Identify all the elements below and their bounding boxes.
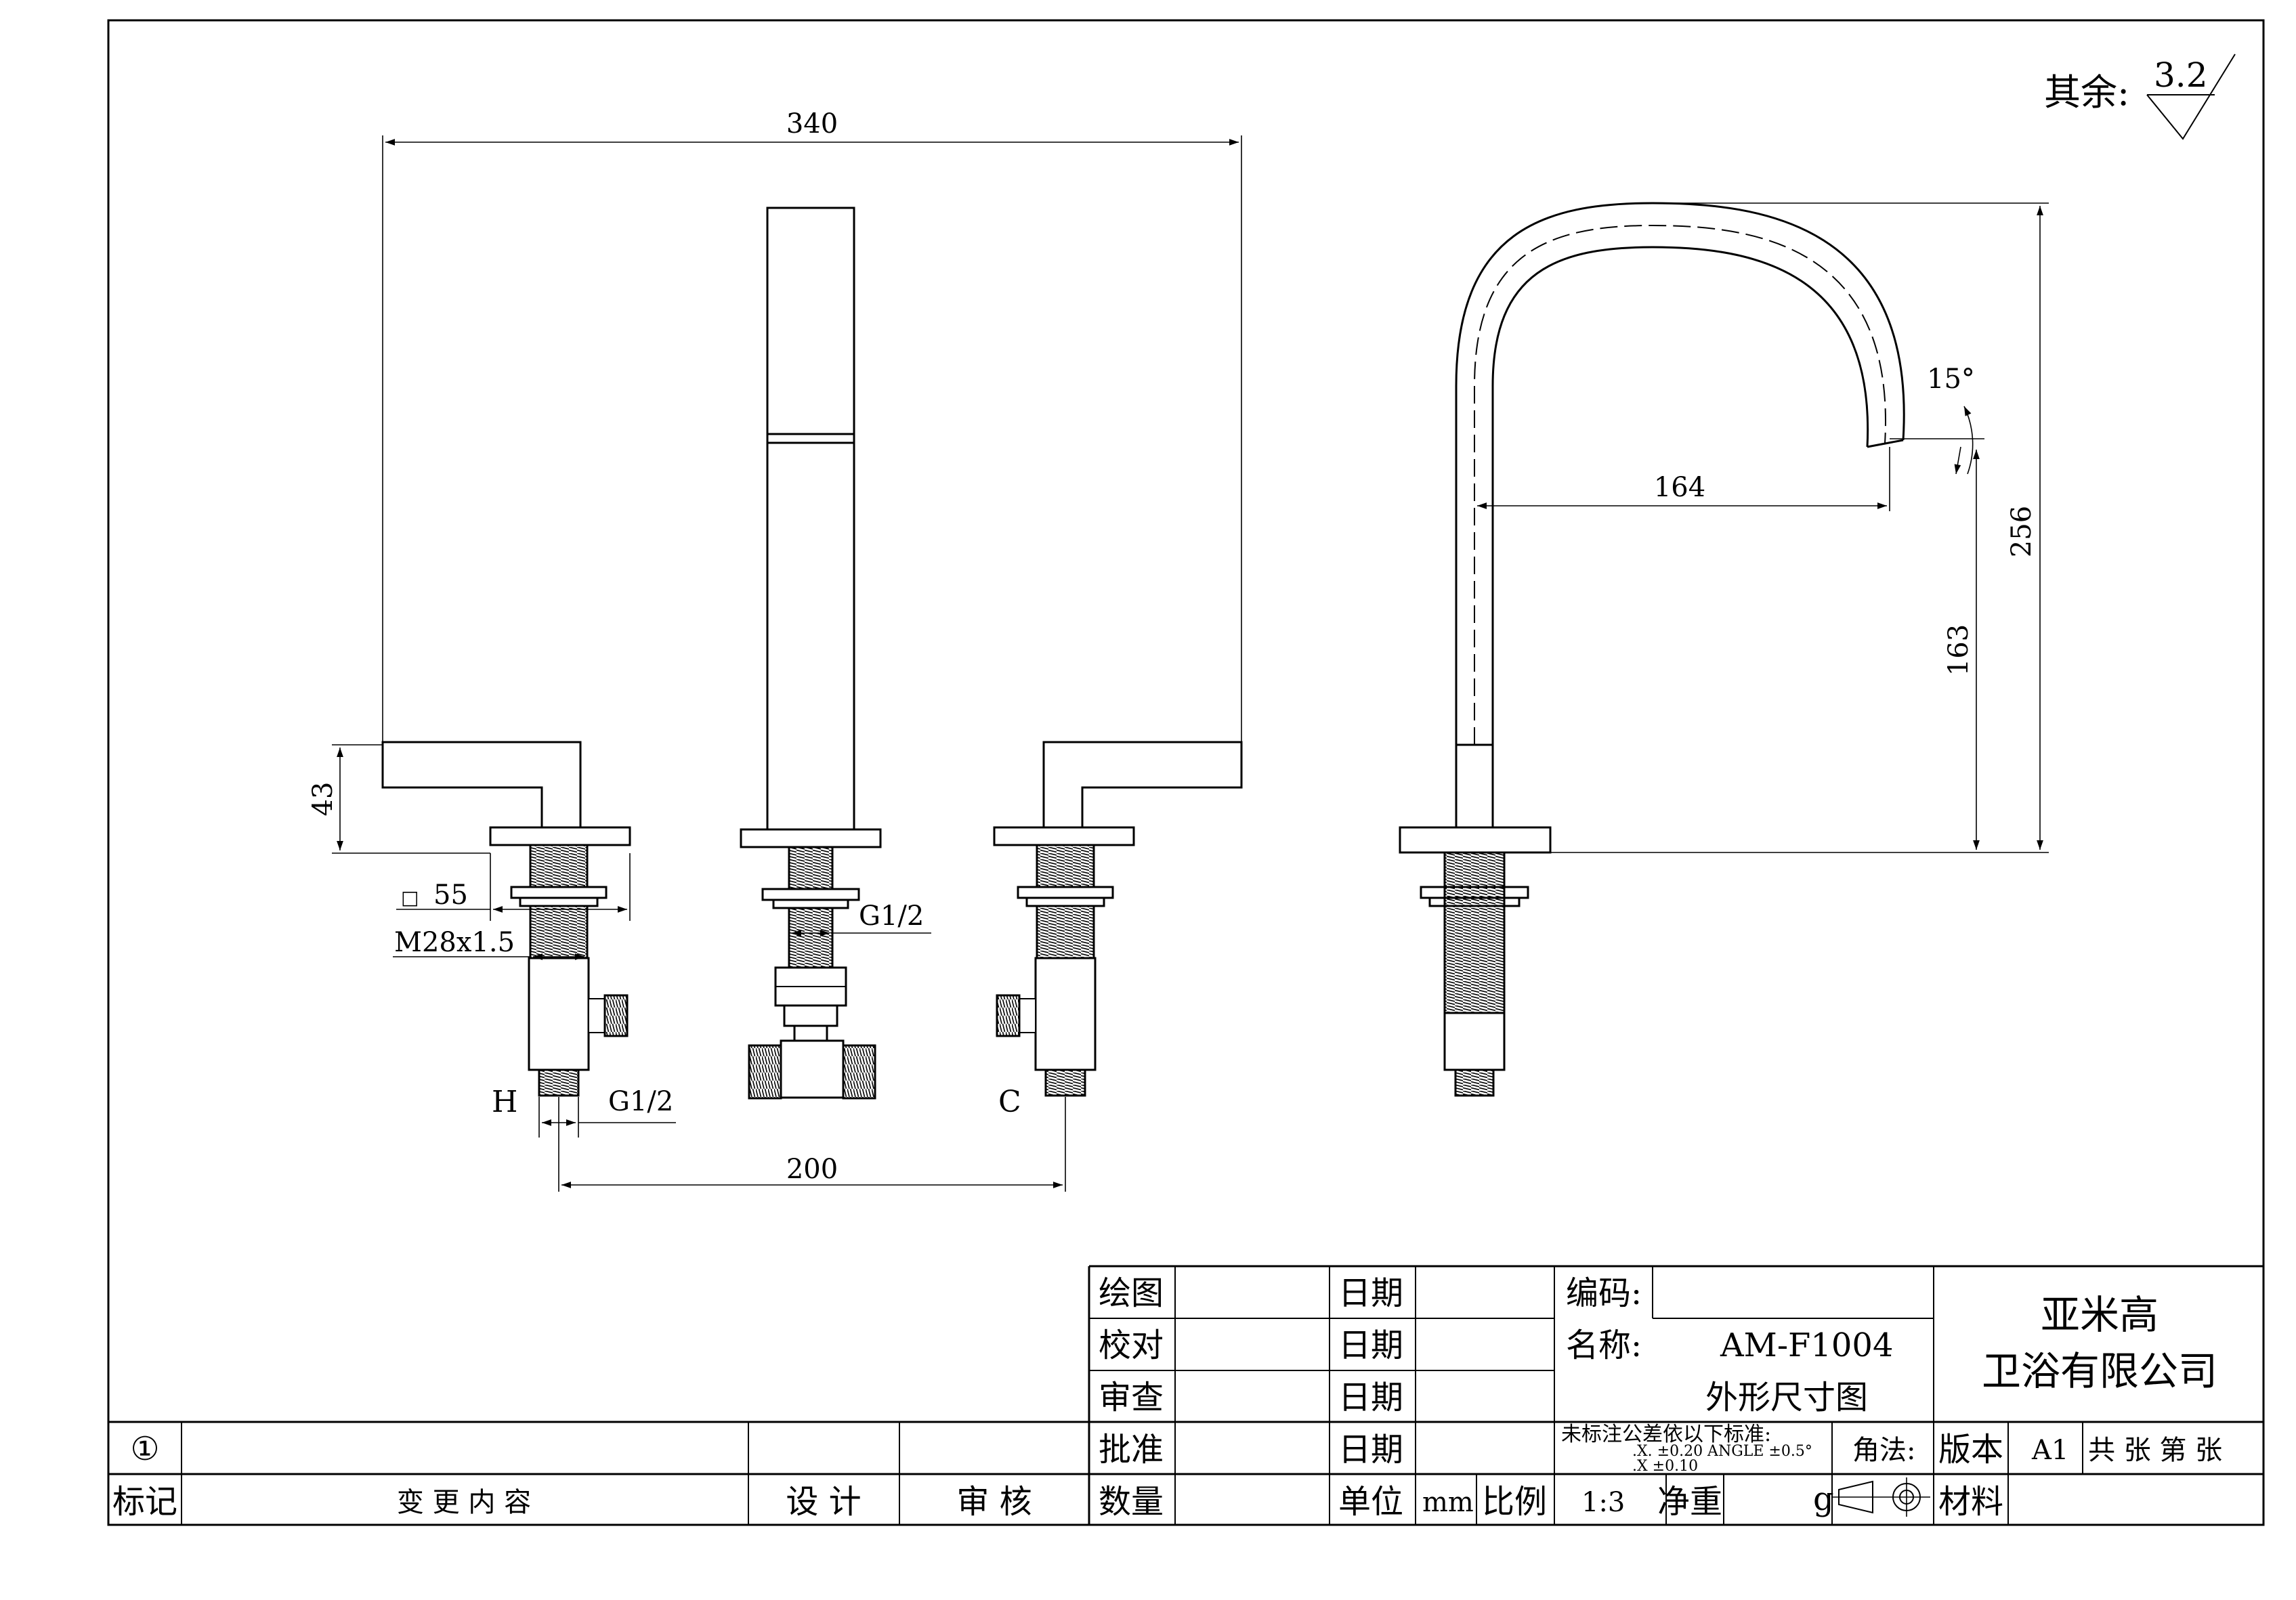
tolerance-line2: .X ±0.10 bbox=[1632, 1458, 1698, 1475]
hand-shower-assembly bbox=[740, 207, 882, 1100]
role-check: 校对 bbox=[1099, 1326, 1164, 1364]
dim-g12-inlet-label: G1/2 bbox=[608, 1086, 673, 1117]
unit-value: mm bbox=[1422, 1487, 1474, 1518]
spout-assembly bbox=[1399, 202, 1905, 1097]
role-review: 审查 bbox=[1099, 1379, 1164, 1417]
dim-55-label: 55 bbox=[433, 880, 468, 911]
drawing-border bbox=[107, 19, 2265, 1526]
dimension-15-degree: 15° bbox=[1890, 364, 1984, 475]
dim-164-label: 164 bbox=[1654, 472, 1705, 503]
role-draw: 绘图 bbox=[1099, 1274, 1164, 1312]
version-value: A1 bbox=[2031, 1435, 2068, 1466]
date-label-3: 日期 bbox=[1338, 1379, 1403, 1417]
projection-label: 角法: bbox=[1852, 1435, 1915, 1466]
tolerance-title: 未标注公差依以下标准: bbox=[1561, 1423, 1771, 1446]
change-content-label: 变 更 内 容 bbox=[397, 1487, 531, 1518]
drawing-title: 外形尺寸图 bbox=[1705, 1379, 1868, 1417]
roughness-prefix: 其余: bbox=[2044, 71, 2129, 114]
date-label-2: 日期 bbox=[1338, 1326, 1403, 1364]
hot-valve-assembly bbox=[381, 741, 631, 1097]
dim-200-label: 200 bbox=[786, 1154, 838, 1185]
hot-label: H bbox=[492, 1085, 517, 1119]
mark-label: 标记 bbox=[112, 1483, 177, 1521]
first-angle-projection-icon bbox=[1832, 1477, 1930, 1517]
date-label-1: 日期 bbox=[1338, 1274, 1403, 1312]
company-name-line1: 亚米高 bbox=[2041, 1292, 2159, 1338]
code-label: 编码: bbox=[1566, 1274, 1642, 1312]
dim-340-label: 340 bbox=[786, 108, 838, 139]
version-label: 版本 bbox=[1938, 1431, 2003, 1469]
dimension-m28: M28x1.5 bbox=[393, 927, 584, 960]
title-block: 绘图 校对 审查 批准 数量 日期 日期 日期 日期 单位 mm 比例 1:3 … bbox=[108, 1265, 2263, 1525]
dimension-256: 256 bbox=[1653, 202, 2049, 853]
dimension-340: 340 bbox=[382, 108, 1242, 742]
material-label: 材料 bbox=[1938, 1483, 2003, 1521]
revision-mark: ① bbox=[130, 1430, 159, 1468]
dimension-g12-hose: G1/2 bbox=[792, 901, 931, 936]
dim-m28-label: M28x1.5 bbox=[394, 927, 515, 958]
weight-unit: g bbox=[1813, 1480, 1834, 1518]
unit-label: 单位 bbox=[1338, 1483, 1403, 1521]
dim-15-label: 15° bbox=[1927, 364, 1975, 395]
dim-256-label: 256 bbox=[2006, 506, 2037, 557]
dimension-164: 164 bbox=[1477, 447, 1890, 511]
model-number: AM-F1004 bbox=[1720, 1326, 1894, 1364]
company-name-line2: 卫浴有限公司 bbox=[1982, 1348, 2217, 1394]
name-label: 名称: bbox=[1566, 1326, 1642, 1364]
date-label-4: 日期 bbox=[1338, 1431, 1403, 1469]
dimension-200: 200 bbox=[558, 1097, 1066, 1192]
surface-roughness-symbol: 其余: 3.2 bbox=[2044, 53, 2236, 140]
dim-g12-hose-label: G1/2 bbox=[859, 901, 924, 932]
dimension-43: 43 bbox=[307, 744, 490, 854]
quantity-label: 数量 bbox=[1099, 1483, 1164, 1521]
sheets-text: 共 张 第 张 bbox=[2088, 1435, 2222, 1466]
cold-label: C bbox=[998, 1085, 1021, 1119]
dimension-square-55: □ 55 bbox=[396, 853, 631, 921]
scale-label: 比例 bbox=[1482, 1483, 1547, 1521]
review-label: 审 核 bbox=[956, 1483, 1032, 1521]
net-weight-label-visible: 净重 bbox=[1657, 1483, 1722, 1521]
square-symbol: □ bbox=[401, 886, 419, 909]
scale-value: 1:3 bbox=[1581, 1487, 1625, 1518]
dim-43-label: 43 bbox=[307, 782, 339, 817]
cold-valve-assembly bbox=[993, 741, 1243, 1097]
tolerance-line1: .X. ±0.20 ANGLE ±0.5° bbox=[1632, 1443, 1812, 1460]
dimension-g12-inlet: G1/2 bbox=[538, 1086, 676, 1138]
role-approve: 批准 bbox=[1099, 1431, 1164, 1469]
dim-163-label: 163 bbox=[1943, 624, 1974, 676]
roughness-value: 3.2 bbox=[2154, 56, 2208, 95]
dimension-163: 163 bbox=[1550, 450, 1984, 853]
design-label: 设 计 bbox=[786, 1483, 861, 1521]
